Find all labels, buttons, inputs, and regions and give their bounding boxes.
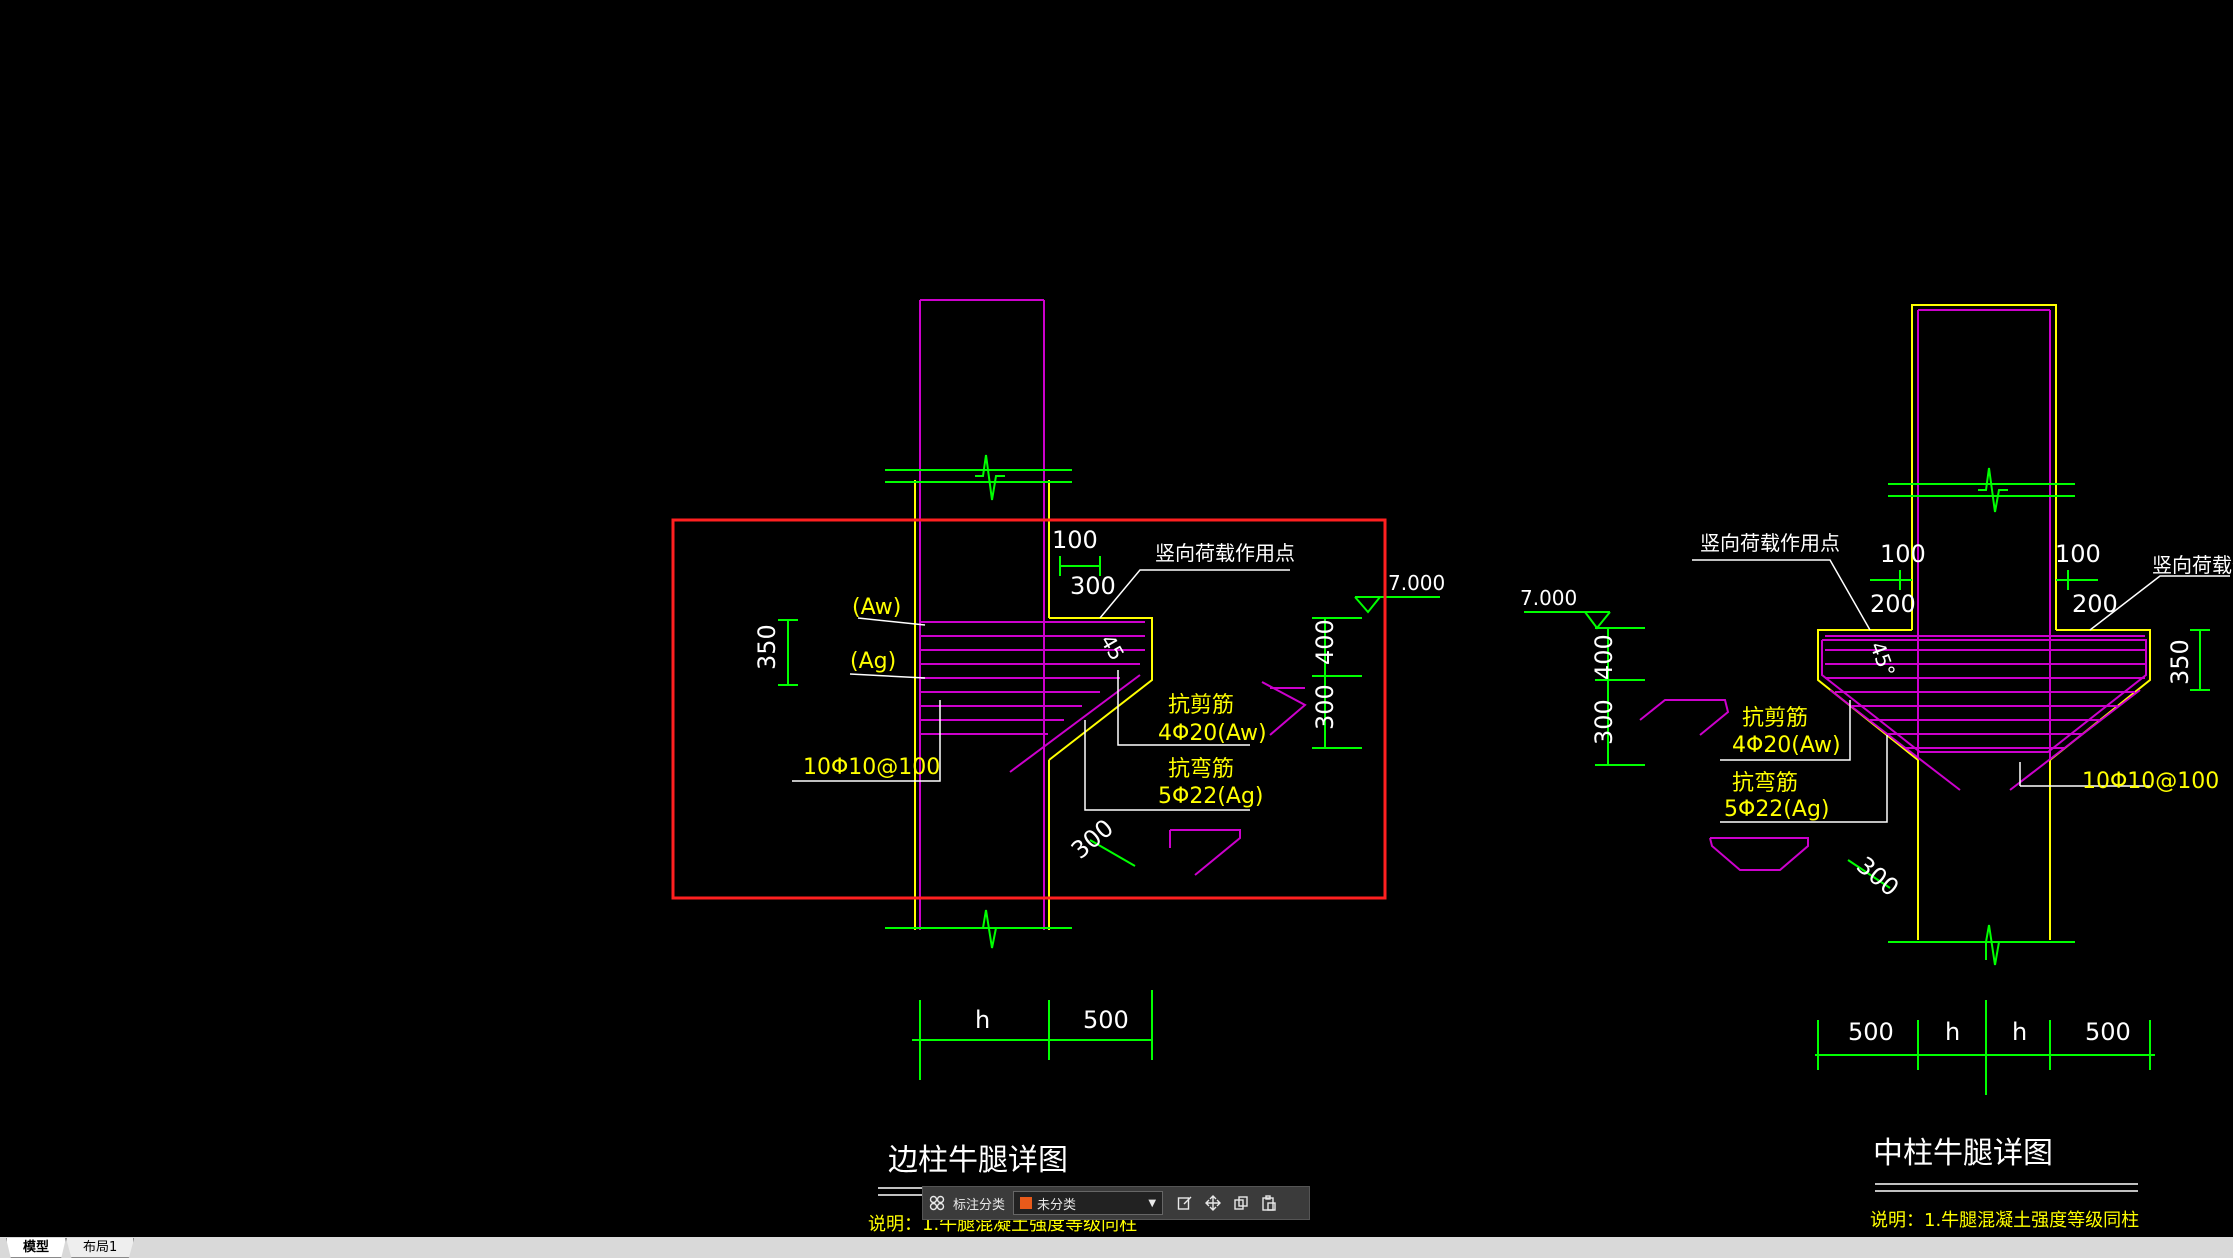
edge-dim-h: h bbox=[975, 1006, 990, 1034]
middle-dim-300: 300 bbox=[1590, 699, 1618, 745]
edge-corbel-detail: 100 300 竖向荷载作用点 (Aw) (Ag) 350 45 7.000 4… bbox=[753, 299, 1445, 1235]
middle-note: 说明：1.牛腿混凝土强度等级同柱 bbox=[1870, 1210, 2139, 1231]
edge-dim-300-right: 300 bbox=[1311, 684, 1339, 730]
middle-angle-label: 45° bbox=[1865, 639, 1900, 681]
middle-dim-500-right: 500 bbox=[2085, 1018, 2131, 1046]
edge-stirrup-spec: 10Φ10@100 bbox=[803, 755, 940, 780]
middle-shear-bar-title: 抗剪筋 bbox=[1742, 706, 1808, 731]
layout-tab-bar: 模型 布局1 bbox=[0, 1237, 2233, 1258]
edge-shear-bar-spec: 4Φ20(Aw) bbox=[1158, 721, 1267, 746]
middle-corbel-detail: 竖向荷载作用点 竖向荷载作用 100 100 200 200 7.000 400… bbox=[1520, 304, 2233, 1231]
edge-title: 边柱牛腿详图 bbox=[888, 1143, 1068, 1178]
tab-layout1[interactable]: 布局1 bbox=[66, 1238, 135, 1258]
annotation-category-label: 标注分类 bbox=[953, 1197, 1006, 1213]
edge-dim-350: 350 bbox=[753, 624, 781, 670]
middle-shear-bar-spec: 4Φ20(Aw) bbox=[1732, 733, 1841, 758]
edge-dimension-lines bbox=[778, 556, 1440, 1080]
middle-column bbox=[1917, 309, 2051, 940]
middle-dim-h-left: h bbox=[1945, 1018, 1960, 1046]
chevron-down-icon: ▼ bbox=[1148, 1197, 1157, 1209]
edit-icon[interactable] bbox=[1171, 1189, 1199, 1217]
annotation-category-value: 未分类 bbox=[1037, 1197, 1077, 1213]
edge-shear-bar-title: 抗剪筋 bbox=[1168, 693, 1234, 718]
edge-ag-label: (Ag) bbox=[850, 649, 896, 674]
annotation-category-select[interactable]: 未分类 ▼ bbox=[1013, 1191, 1164, 1215]
middle-load-point-label-left: 竖向荷载作用点 bbox=[1700, 531, 1840, 555]
middle-dim-400: 400 bbox=[1590, 634, 1618, 680]
move-icon[interactable] bbox=[1199, 1189, 1227, 1217]
middle-corbel-rebar bbox=[1639, 635, 2147, 871]
edge-dim-500: 500 bbox=[1083, 1006, 1129, 1034]
middle-dim-100-left: 100 bbox=[1880, 540, 1926, 568]
copy-icon[interactable] bbox=[1227, 1189, 1255, 1217]
middle-dim-h-right: h bbox=[2012, 1018, 2027, 1046]
edge-dim-400: 400 bbox=[1311, 619, 1339, 665]
edge-bend-bar-title: 抗弯筋 bbox=[1168, 757, 1234, 782]
tab-model[interactable]: 模型 bbox=[6, 1238, 67, 1258]
grid-icon[interactable] bbox=[923, 1189, 951, 1217]
middle-dim-200-left: 200 bbox=[1870, 590, 1916, 618]
edge-bend-bar-spec: 5Φ22(Ag) bbox=[1158, 784, 1264, 809]
annotation-toolbar: 标注分类 未分类 ▼ bbox=[922, 1186, 1310, 1220]
middle-load-point-label-right: 竖向荷载作用 bbox=[2152, 553, 2233, 577]
middle-title-underline bbox=[1875, 1183, 2138, 1192]
middle-stirrup-spec: 10Φ10@100 bbox=[2082, 769, 2219, 794]
middle-dim-300-bar: 300 bbox=[1851, 851, 1904, 902]
middle-title: 中柱牛腿详图 bbox=[1873, 1136, 2053, 1171]
category-color-swatch bbox=[1020, 1197, 1033, 1209]
edge-dim-100: 100 bbox=[1052, 526, 1098, 554]
edge-leader-lines bbox=[792, 569, 1290, 811]
edge-aw-label: (Aw) bbox=[852, 595, 901, 620]
selection-rectangle[interactable] bbox=[671, 518, 1387, 900]
middle-dim-200-right: 200 bbox=[2072, 590, 2118, 618]
middle-bend-bar-spec: 5Φ22(Ag) bbox=[1724, 797, 1830, 822]
middle-break-lines bbox=[1888, 467, 2075, 966]
edge-elevation: 7.000 bbox=[1388, 571, 1445, 595]
middle-dim-350: 350 bbox=[2166, 639, 2194, 685]
edge-dim-300-top: 300 bbox=[1070, 572, 1116, 600]
edge-load-point-label: 竖向荷载作用点 bbox=[1155, 541, 1295, 565]
edge-corbel-rebar bbox=[920, 621, 1307, 876]
paste-icon[interactable] bbox=[1255, 1189, 1283, 1217]
edge-column bbox=[919, 299, 1045, 930]
middle-leader-lines bbox=[1692, 559, 2230, 823]
edge-dim-300-bar: 300 bbox=[1066, 814, 1119, 865]
middle-dim-500-left: 500 bbox=[1848, 1018, 1894, 1046]
middle-bend-bar-title: 抗弯筋 bbox=[1732, 771, 1798, 796]
middle-dim-100-right: 100 bbox=[2055, 540, 2101, 568]
middle-elevation: 7.000 bbox=[1520, 586, 1577, 610]
middle-dimension-lines bbox=[1524, 570, 2210, 1095]
edge-break-lines bbox=[885, 454, 1072, 949]
